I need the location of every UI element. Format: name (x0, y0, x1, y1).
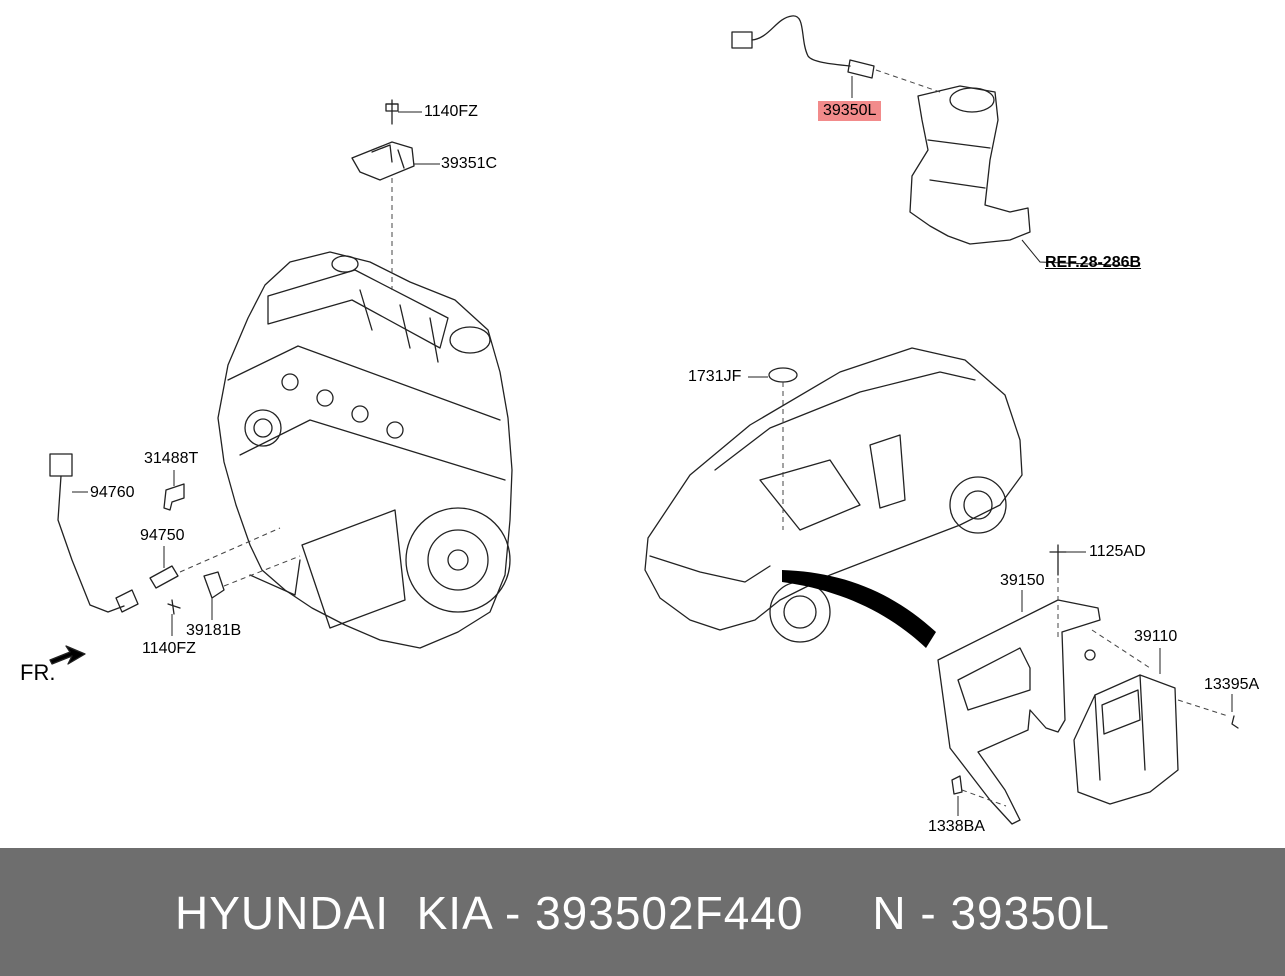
label-fr: FR. (20, 660, 56, 685)
sensor-94760-drawing (49, 453, 139, 613)
ecu-bracket-39150-drawing (937, 544, 1101, 825)
engine-block-drawing (217, 251, 513, 649)
footer-part-number-text: HYUNDAI KIA - 393502F440 N - 39350L (175, 887, 1110, 939)
label-ref-28-286b: REF.28-286B (1045, 254, 1142, 271)
label-39351c: 39351C (441, 155, 498, 172)
label-1338ba: 1338BA (928, 818, 985, 835)
label-39110: 39110 (1134, 628, 1178, 645)
label-1731jf: 1731JF (688, 368, 742, 385)
bolt-1140fz-drawing (167, 599, 181, 615)
label-31488t: 31488T (144, 450, 199, 467)
label-13395a: 13395A (1204, 676, 1260, 693)
fr-arrow-drawing (49, 645, 86, 665)
bracket-39351c-drawing (351, 99, 415, 181)
label-39150: 39150 (1000, 572, 1045, 589)
sensor-94750-drawing (149, 565, 179, 589)
diagram-drawing (49, 15, 1239, 825)
label-1140fz-bottom: 1140FZ (142, 640, 196, 657)
sensor-39181b-drawing (203, 571, 225, 599)
label-1140fz-top: 1140FZ (424, 103, 478, 120)
parts-diagram: 1140FZ 39351C 39350L REF.28-286B 1731JF … (20, 15, 1260, 835)
connector-arrow-drawing (782, 570, 936, 648)
vehicle-drawing (644, 347, 1023, 643)
oxygen-sensor-39350l-drawing (731, 15, 875, 79)
part-number-footer: HYUNDAI KIA - 393502F440 N - 39350L (0, 848, 1285, 976)
sensor-31488t-drawing (163, 483, 185, 511)
label-1125ad: 1125AD (1089, 543, 1146, 560)
label-94760: 94760 (90, 484, 135, 501)
catalytic-converter-drawing (909, 85, 1031, 245)
label-39350l-highlighted: 39350L (818, 101, 882, 121)
label-94750: 94750 (140, 527, 185, 544)
label-39181b: 39181B (186, 622, 242, 639)
ecu-39110-drawing (951, 674, 1239, 805)
